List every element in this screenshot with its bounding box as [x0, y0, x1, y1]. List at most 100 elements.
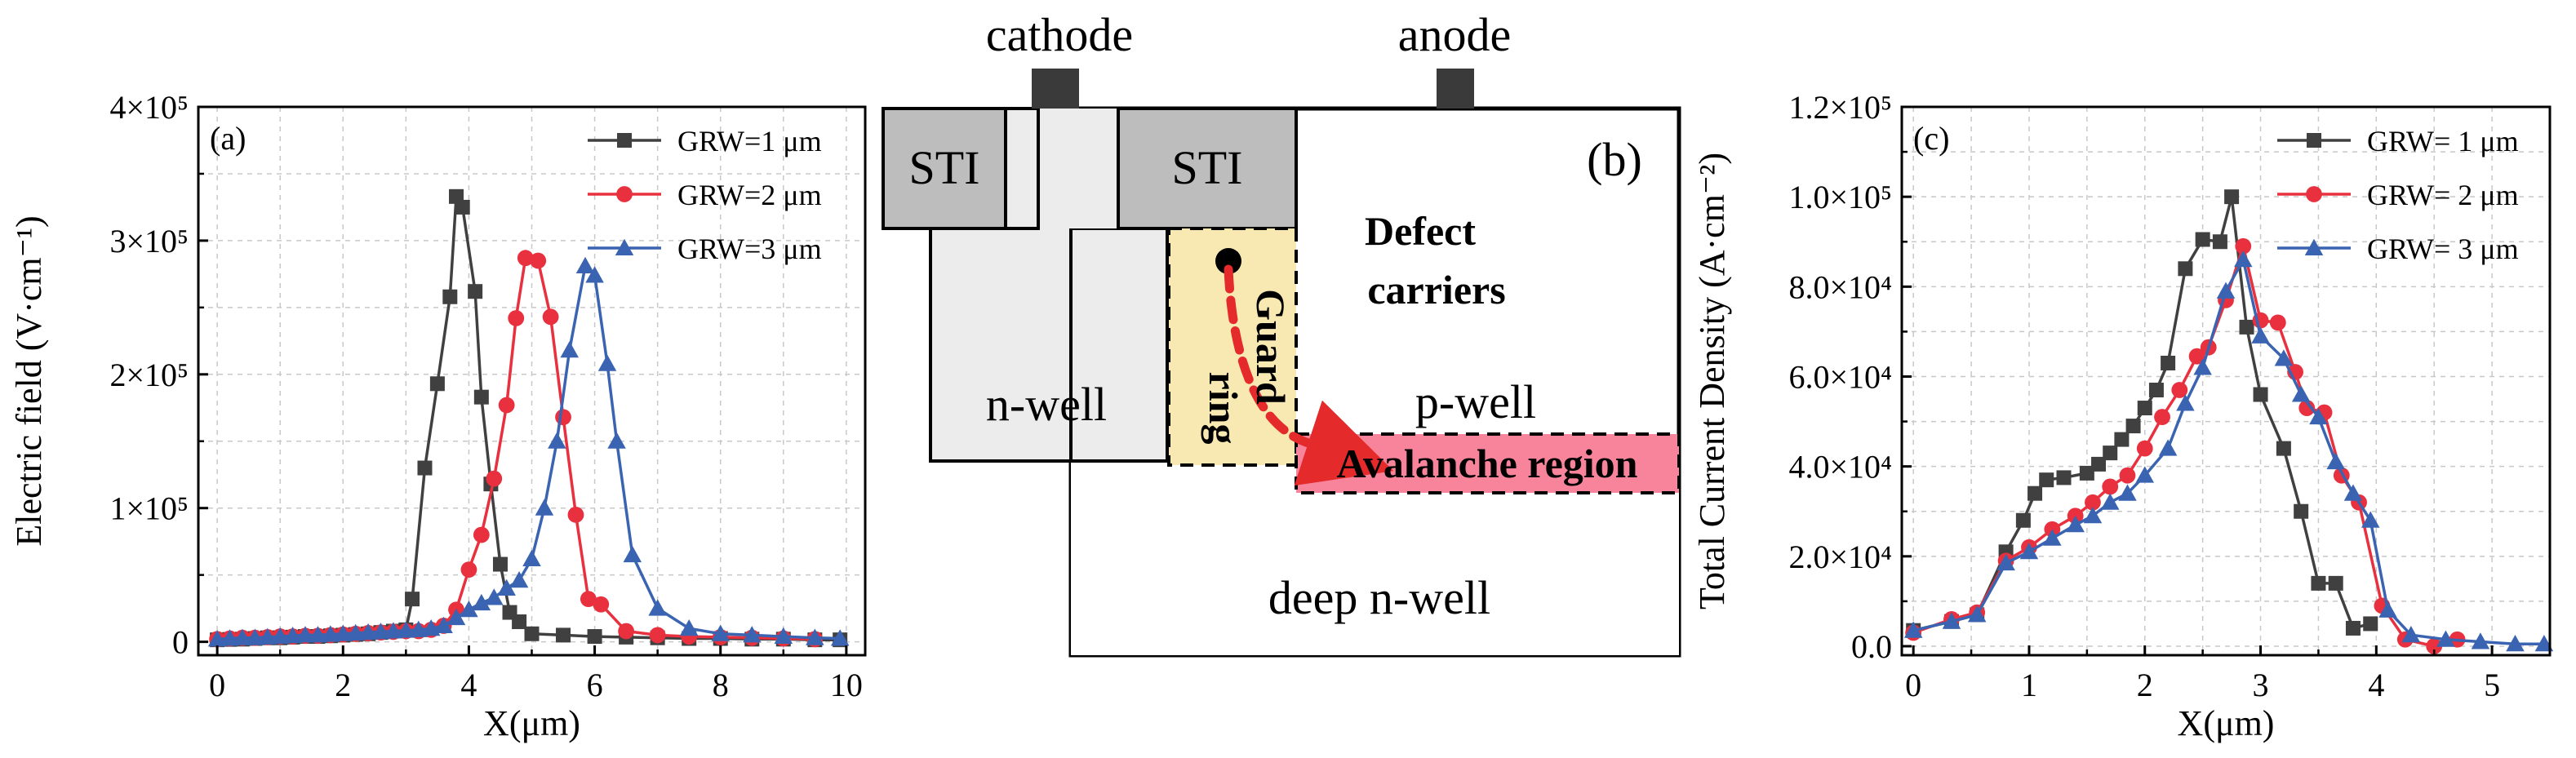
data-point-series-1 [2276, 441, 2291, 456]
y-tick-label: 1.2×10⁵ [1788, 89, 1892, 126]
data-point-series-3 [207, 630, 227, 647]
y-tick-label: 2×10⁵ [109, 357, 189, 393]
data-point-series-1 [2294, 503, 2309, 519]
data-point-series-2 [486, 470, 503, 487]
legend-label-2: GRW= 2 μm [2367, 179, 2519, 211]
legend-label-1: GRW= 1 μm [2367, 125, 2519, 157]
data-point-series-1 [2114, 432, 2130, 447]
cathode-label: cathode [986, 8, 1133, 61]
data-point-series-3 [346, 623, 365, 641]
data-point-series-3 [2506, 634, 2525, 652]
data-point-series-3 [607, 432, 626, 449]
data-point-series-1 [2091, 456, 2107, 472]
data-point-series-3 [246, 628, 264, 645]
data-point-series-1 [442, 289, 458, 304]
data-point-series-3 [2100, 493, 2120, 510]
data-point-series-1 [492, 556, 508, 572]
data-point-series-3 [334, 624, 353, 641]
data-point-series-1 [2056, 470, 2072, 485]
data-point-series-3 [2401, 625, 2421, 643]
data-point-series-3 [270, 627, 290, 645]
data-point-series-2 [2154, 409, 2170, 425]
data-point-series-3 [2216, 281, 2236, 299]
data-point-series-2 [580, 591, 597, 608]
defect-carrier-dot [1215, 248, 1241, 274]
legend-marker-3 [615, 238, 634, 255]
data-point-series-2 [542, 308, 559, 326]
y-tick-label: 0.0 [1851, 628, 1892, 665]
data-point-series-1 [2161, 355, 2176, 370]
data-point-series-3 [460, 601, 478, 618]
data-point-series-3 [258, 627, 278, 645]
plot-area-a [207, 188, 850, 648]
x-tick-label: 0 [209, 667, 225, 703]
data-point-series-1 [2125, 419, 2141, 434]
data-point-series-1 [429, 376, 445, 392]
y-axis-label-c: Total Current Density (A·cm⁻²) [1692, 153, 1732, 610]
data-point-series-1 [2253, 387, 2268, 402]
data-point-series-3 [233, 628, 252, 645]
legend-marker-2 [2306, 186, 2322, 202]
data-point-series-2 [593, 596, 610, 613]
data-point-series-3 [535, 499, 554, 516]
data-point-series-3 [358, 623, 378, 641]
data-point-series-2 [2136, 440, 2153, 457]
data-point-series-3 [497, 578, 516, 596]
x-axis-label-c: X(μm) [2178, 703, 2275, 743]
data-point-series-3 [2135, 466, 2154, 483]
data-point-series-1 [417, 460, 433, 476]
data-point-series-2 [2085, 494, 2101, 511]
axes-frame-c [1900, 105, 2552, 657]
ring-label: ring [1201, 372, 1246, 445]
data-point-series-3 [548, 432, 566, 449]
x-tick-label: 2 [335, 667, 351, 703]
data-point-series-2 [567, 507, 584, 523]
data-point-series-2 [555, 409, 571, 426]
series-line-3 [1912, 258, 2544, 645]
data-point-series-1 [468, 284, 483, 299]
data-point-series-3 [1903, 621, 1923, 638]
data-point-series-2 [649, 627, 666, 644]
data-point-series-3 [679, 618, 699, 636]
y-tick-label: 1.0×10⁵ [1788, 179, 1892, 215]
x-tick-label: 3 [2253, 667, 2269, 703]
data-point-series-3 [2066, 516, 2085, 533]
data-point-series-3 [397, 621, 415, 638]
sti-left-block [882, 107, 1007, 230]
data-point-series-1 [512, 614, 527, 630]
data-point-series-1 [524, 626, 540, 641]
legend-marker-2 [616, 186, 633, 202]
anode-label: anode [1398, 8, 1512, 61]
data-point-series-3 [509, 570, 529, 588]
plot-area-c [1903, 189, 2554, 654]
data-point-series-2 [618, 623, 635, 640]
avalanche-label: Avalanche region [1337, 441, 1638, 486]
legend-marker-3 [2304, 238, 2324, 255]
grid-c [1902, 106, 2550, 655]
x-tick-label: 0 [1905, 667, 1921, 703]
sti-mid-label: STI [1172, 141, 1243, 194]
cathode-contact [1032, 69, 1079, 109]
data-point-series-2 [498, 397, 515, 414]
legend-marker-1 [617, 133, 632, 148]
data-point-series-1 [2148, 383, 2164, 398]
data-point-series-1 [473, 389, 489, 405]
y-axis-label-a: Electric field (V·cm⁻¹) [9, 215, 49, 546]
x-tick-label: 6 [587, 667, 603, 703]
data-point-series-3 [2158, 439, 2178, 456]
data-point-series-3 [2326, 452, 2345, 470]
data-point-series-3 [2291, 385, 2311, 402]
data-point-series-3 [1967, 605, 1987, 623]
panel-label-b: (b) [1587, 133, 1642, 186]
data-point-series-3 [2043, 529, 2062, 546]
data-point-series-3 [434, 616, 453, 633]
data-point-series-3 [2193, 358, 2212, 375]
data-point-series-3 [446, 608, 466, 626]
data-point-series-3 [2118, 484, 2137, 501]
data-point-series-2 [2269, 314, 2286, 331]
data-point-series-3 [806, 628, 824, 645]
